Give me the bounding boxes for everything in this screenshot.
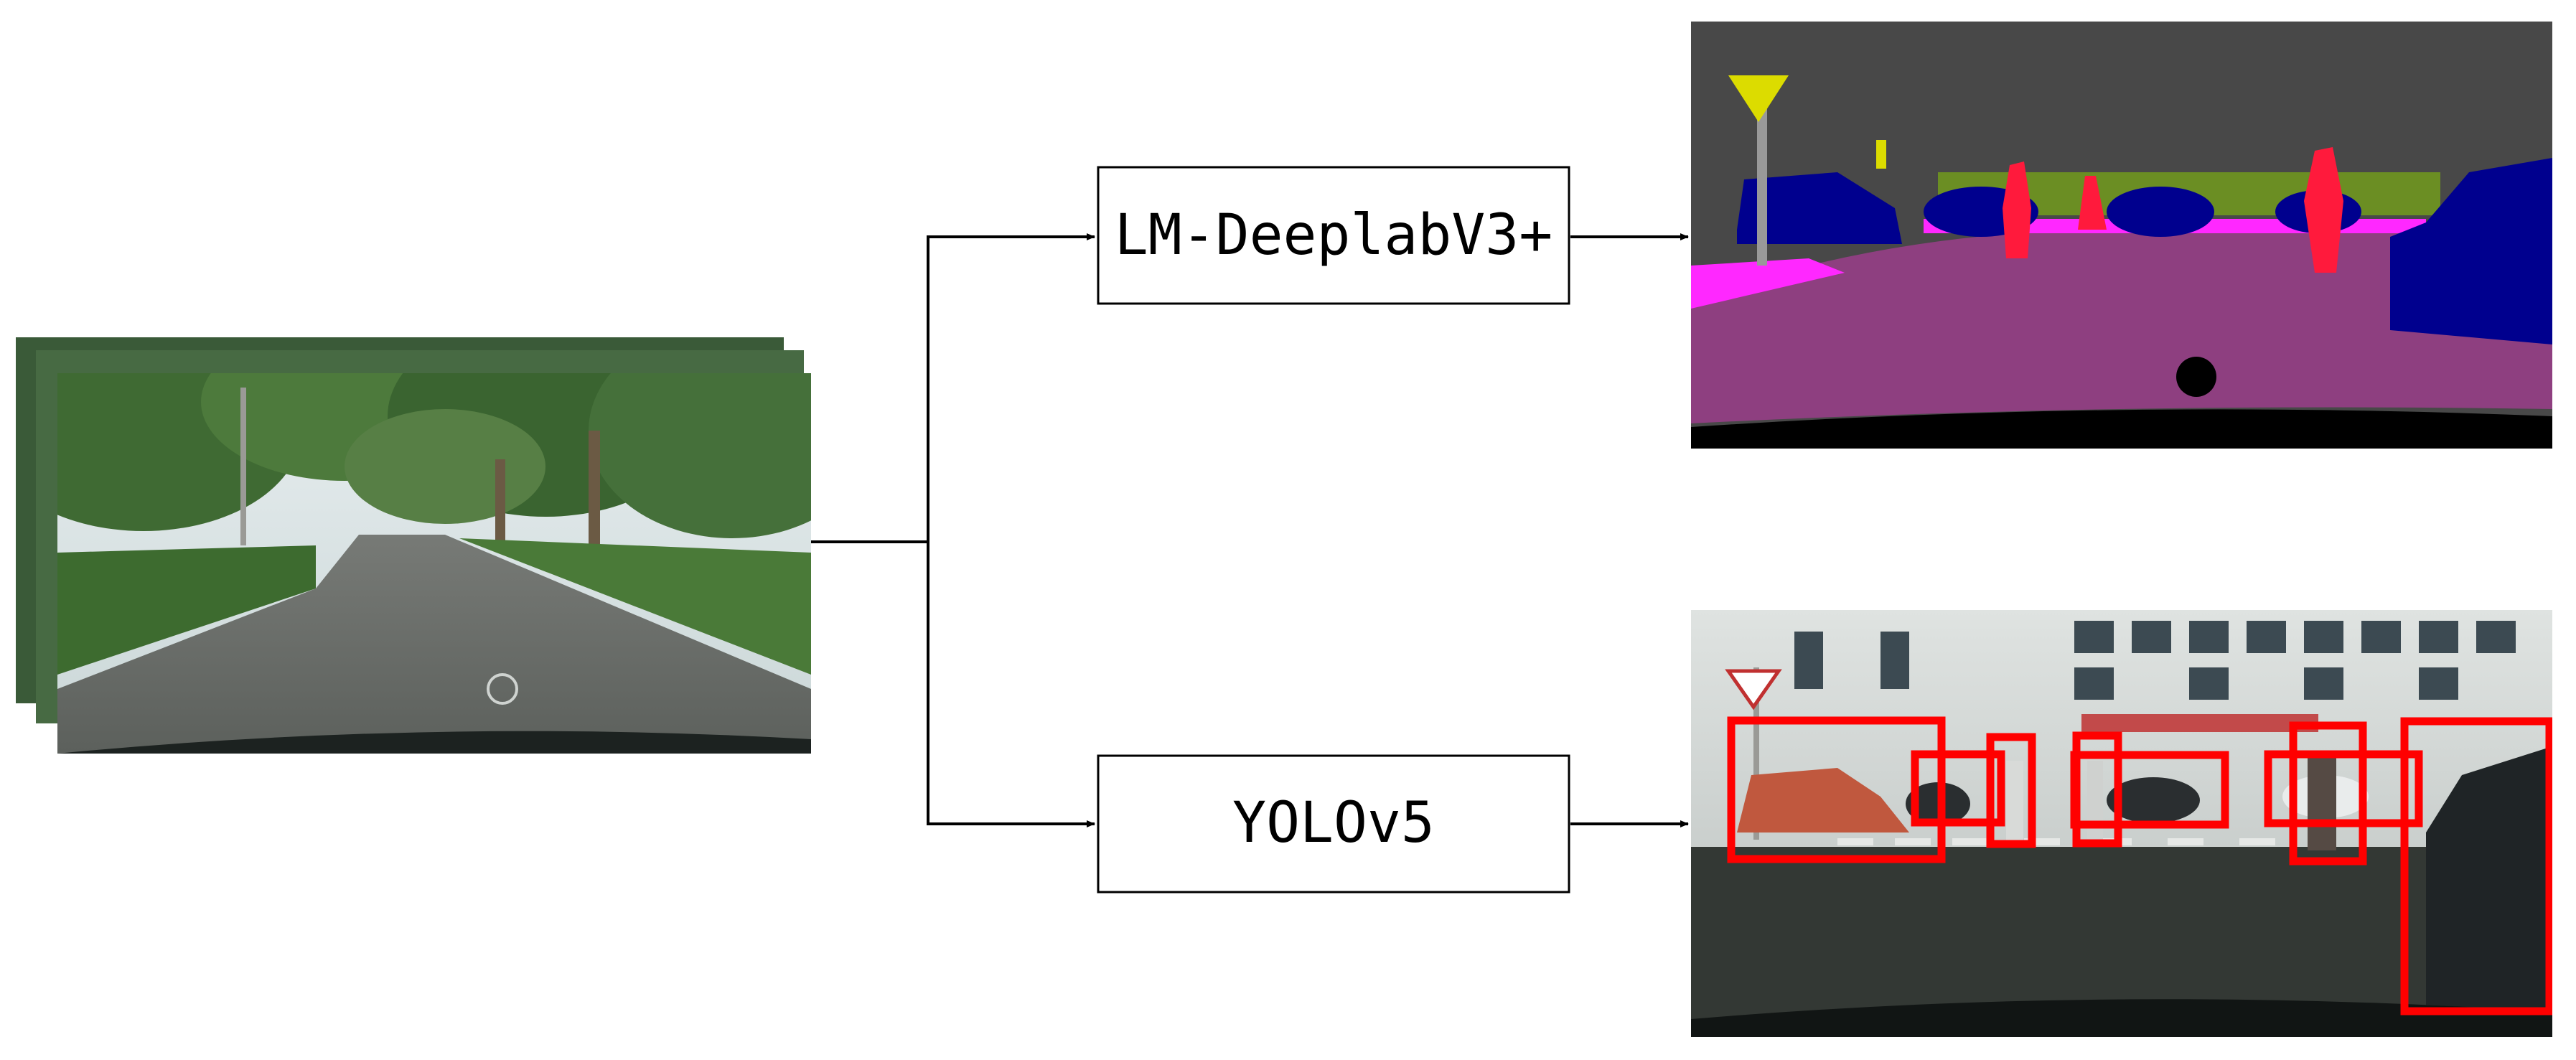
seg-sidewalk-region: [1691, 258, 1845, 309]
seg-pole: [1757, 108, 1767, 266]
detection-box-person-1: [1986, 733, 2036, 848]
seg-model-box: [1097, 166, 1570, 305]
det-model-box: [1097, 754, 1570, 894]
road-scene-frames-image: [57, 373, 811, 754]
det-model-node: YOLOv5: [1097, 754, 1570, 894]
detection-box-cyclist: [2289, 721, 2367, 866]
seg-road-region: [1691, 230, 2552, 423]
connectors: [811, 233, 1689, 827]
detection-box-car-left: [1727, 716, 1946, 863]
semantic-segmentation-map-image: [1691, 22, 2552, 449]
seg-model-label: LM-DeeplabV3+: [1115, 203, 1552, 268]
detection-box-car-right: [2400, 717, 2552, 1016]
seg-person-3: [2304, 147, 2343, 273]
input-image-stack: [16, 337, 811, 754]
seg-person-2: [2078, 176, 2107, 230]
det-model-label: YOLOv5: [1232, 791, 1435, 855]
seg-vehicle-left: [1737, 172, 1902, 244]
seg-model-node: LM-DeeplabV3+: [1097, 166, 1570, 305]
seg-vehicle-right: [2390, 158, 2552, 344]
detection-box-car-3: [2070, 751, 2229, 829]
detection-box-car-4: [2264, 750, 2423, 827]
seg-person-1: [2003, 161, 2031, 258]
object-detection-result-image: [1691, 610, 2552, 1037]
detection-box-car-2: [1911, 750, 2005, 827]
seg-sign: [1728, 75, 1789, 122]
